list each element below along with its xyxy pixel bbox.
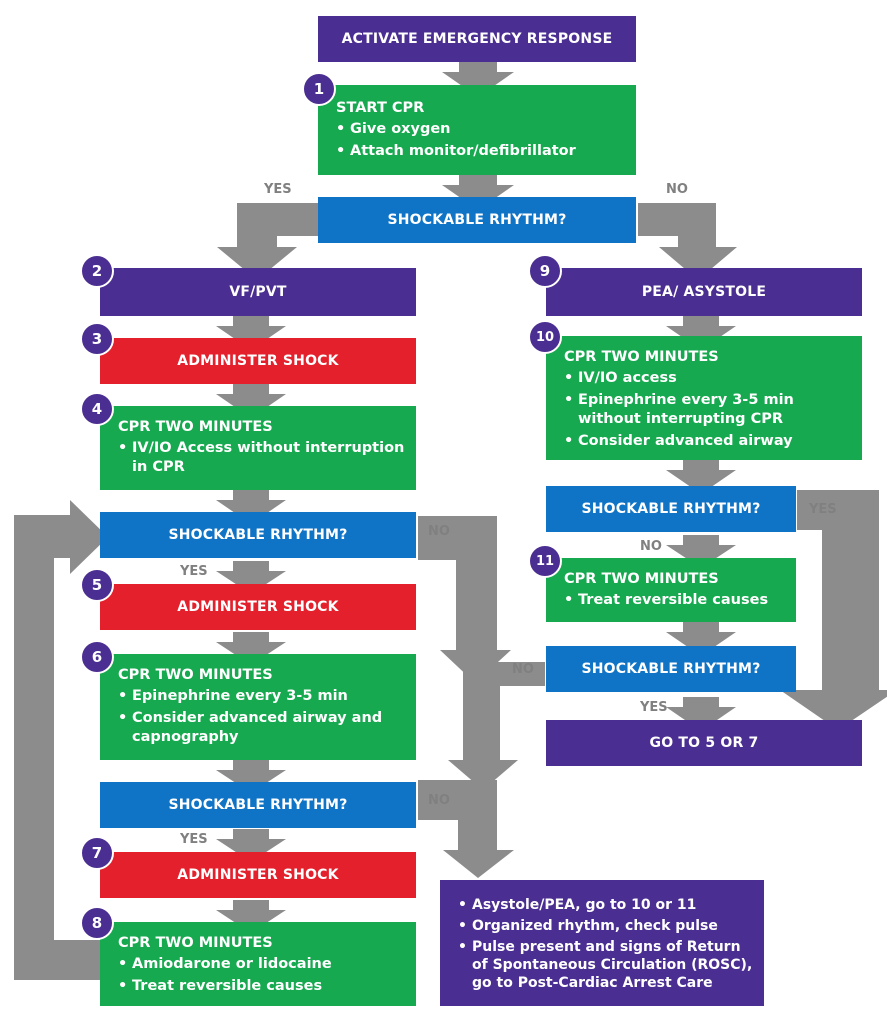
shockable-rhythm-check-d: SHOCKABLE RHYTHM? (546, 646, 796, 692)
step-11-cpr: CPR TWO MINUTES Treat reversible causes (546, 558, 796, 622)
goto-label: GO TO 5 OR 7 (649, 735, 759, 751)
yes-label: YES (264, 182, 292, 197)
arrow-down (442, 62, 514, 97)
step-8-item: Amiodarone or lidocaine (118, 955, 406, 974)
arrow-down (216, 316, 286, 350)
activate-label: ACTIVATE EMERGENCY RESPONSE (341, 31, 613, 47)
step-2-badge: 2 (80, 254, 114, 288)
step-7-administer-shock: ADMINISTER SHOCK (100, 852, 416, 898)
arrow-down (666, 460, 736, 494)
step-5-label: ADMINISTER SHOCK (177, 599, 339, 615)
check-b-label: SHOCKABLE RHYTHM? (168, 797, 348, 813)
step-1-start-cpr: START CPR Give oxygen Attach monitor/def… (318, 85, 636, 175)
step-4-item: IV/IO Access without interruption in CPR (118, 439, 406, 477)
step-10-badge: 10 (528, 320, 562, 354)
step-6-item: Consider advanced airway and capnography (118, 709, 406, 747)
step-10-item: Consider advanced airway (564, 432, 852, 451)
arrow-no-d (448, 662, 545, 790)
step-8-heading: CPR TWO MINUTES (118, 935, 273, 951)
final-outcomes: Asystole/PEA, go to 10 or 11 Organized r… (440, 880, 764, 1006)
shockable-rhythm-initial: SHOCKABLE RHYTHM? (318, 197, 636, 243)
arrow-down (216, 900, 286, 933)
arrow-down (216, 490, 286, 524)
go-to-5-or-7: GO TO 5 OR 7 (546, 720, 862, 766)
rhythm-check-label: SHOCKABLE RHYTHM? (387, 212, 567, 228)
outcome-item: Pulse present and signs of Return of Spo… (458, 938, 754, 992)
step-6-cpr: CPR TWO MINUTES Epinephrine every 3-5 mi… (100, 654, 416, 760)
arrow-loop-back (14, 500, 108, 980)
arrow-no-b (418, 780, 514, 878)
step-11-item: Treat reversible causes (564, 591, 786, 610)
step-9-pea-asystole: PEA/ ASYSTOLE (546, 268, 862, 316)
step-8-badge: 8 (80, 906, 114, 940)
step-4-cpr: CPR TWO MINUTES IV/IO Access without int… (100, 406, 416, 490)
step-8-cpr: CPR TWO MINUTES Amiodarone or lidocaine … (100, 922, 416, 1006)
outcome-item: Organized rhythm, check pulse (458, 917, 754, 935)
arrow-down (442, 175, 514, 210)
step-6-heading: CPR TWO MINUTES (118, 667, 273, 683)
step-1-item: Give oxygen (336, 120, 626, 139)
yes-label: YES (640, 700, 668, 715)
arrow-elbow-yes (217, 203, 318, 280)
step-2-label: VF/PVT (229, 284, 287, 300)
check-d-label: SHOCKABLE RHYTHM? (581, 661, 761, 677)
no-label: NO (640, 539, 662, 554)
arrow-down (216, 384, 286, 418)
step-9-badge: 9 (528, 254, 562, 288)
arrow-down (666, 622, 736, 656)
no-label: NO (428, 793, 450, 808)
arrow-down (666, 316, 736, 350)
step-1-badge: 1 (302, 72, 336, 106)
step-10-item: Epinephrine every 3-5 min without interr… (564, 391, 852, 429)
activate-emergency-response: ACTIVATE EMERGENCY RESPONSE (318, 16, 636, 62)
yes-label: YES (180, 564, 208, 579)
step-10-heading: CPR TWO MINUTES (564, 349, 719, 365)
shockable-rhythm-check-b: SHOCKABLE RHYTHM? (100, 782, 416, 828)
arrow-down (216, 760, 286, 793)
shockable-rhythm-check-a: SHOCKABLE RHYTHM? (100, 512, 416, 558)
outcome-item: Asystole/PEA, go to 10 or 11 (458, 896, 754, 914)
step-3-label: ADMINISTER SHOCK (177, 353, 339, 369)
step-10-item: IV/IO access (564, 369, 852, 388)
step-11-heading: CPR TWO MINUTES (564, 571, 719, 587)
step-7-badge: 7 (80, 836, 114, 870)
shockable-rhythm-check-c: SHOCKABLE RHYTHM? (546, 486, 796, 532)
arrow-down (666, 697, 736, 731)
step-4-badge: 4 (80, 392, 114, 426)
step-5-badge: 5 (80, 568, 114, 602)
step-6-badge: 6 (80, 640, 114, 674)
check-a-label: SHOCKABLE RHYTHM? (168, 527, 348, 543)
no-label: NO (512, 662, 534, 677)
step-1-heading: START CPR (336, 100, 425, 116)
no-label: NO (428, 524, 450, 539)
step-6-item: Epinephrine every 3-5 min (118, 687, 406, 706)
arrow-down (216, 829, 286, 862)
step-7-label: ADMINISTER SHOCK (177, 867, 339, 883)
step-10-cpr: CPR TWO MINUTES IV/IO access Epinephrine… (546, 336, 862, 460)
step-3-administer-shock: ADMINISTER SHOCK (100, 338, 416, 384)
step-3-badge: 3 (80, 322, 114, 356)
arrow-yes-c (780, 490, 887, 730)
arrow-down (216, 561, 286, 594)
arrow-elbow-no (638, 203, 737, 280)
step-1-item: Attach monitor/defibrillator (336, 142, 626, 161)
no-label: NO (666, 182, 688, 197)
arrow-no-a (418, 516, 511, 683)
arrow-down (216, 632, 286, 665)
yes-label: YES (809, 502, 837, 517)
yes-label: YES (180, 832, 208, 847)
check-c-label: SHOCKABLE RHYTHM? (581, 501, 761, 517)
step-4-heading: CPR TWO MINUTES (118, 419, 273, 435)
step-2-vf-pvt: VF/PVT (100, 268, 416, 316)
step-5-administer-shock: ADMINISTER SHOCK (100, 584, 416, 630)
arrow-down (666, 535, 736, 568)
step-8-item: Treat reversible causes (118, 977, 406, 996)
step-9-label: PEA/ ASYSTOLE (641, 284, 767, 300)
step-11-badge: 11 (528, 544, 562, 578)
